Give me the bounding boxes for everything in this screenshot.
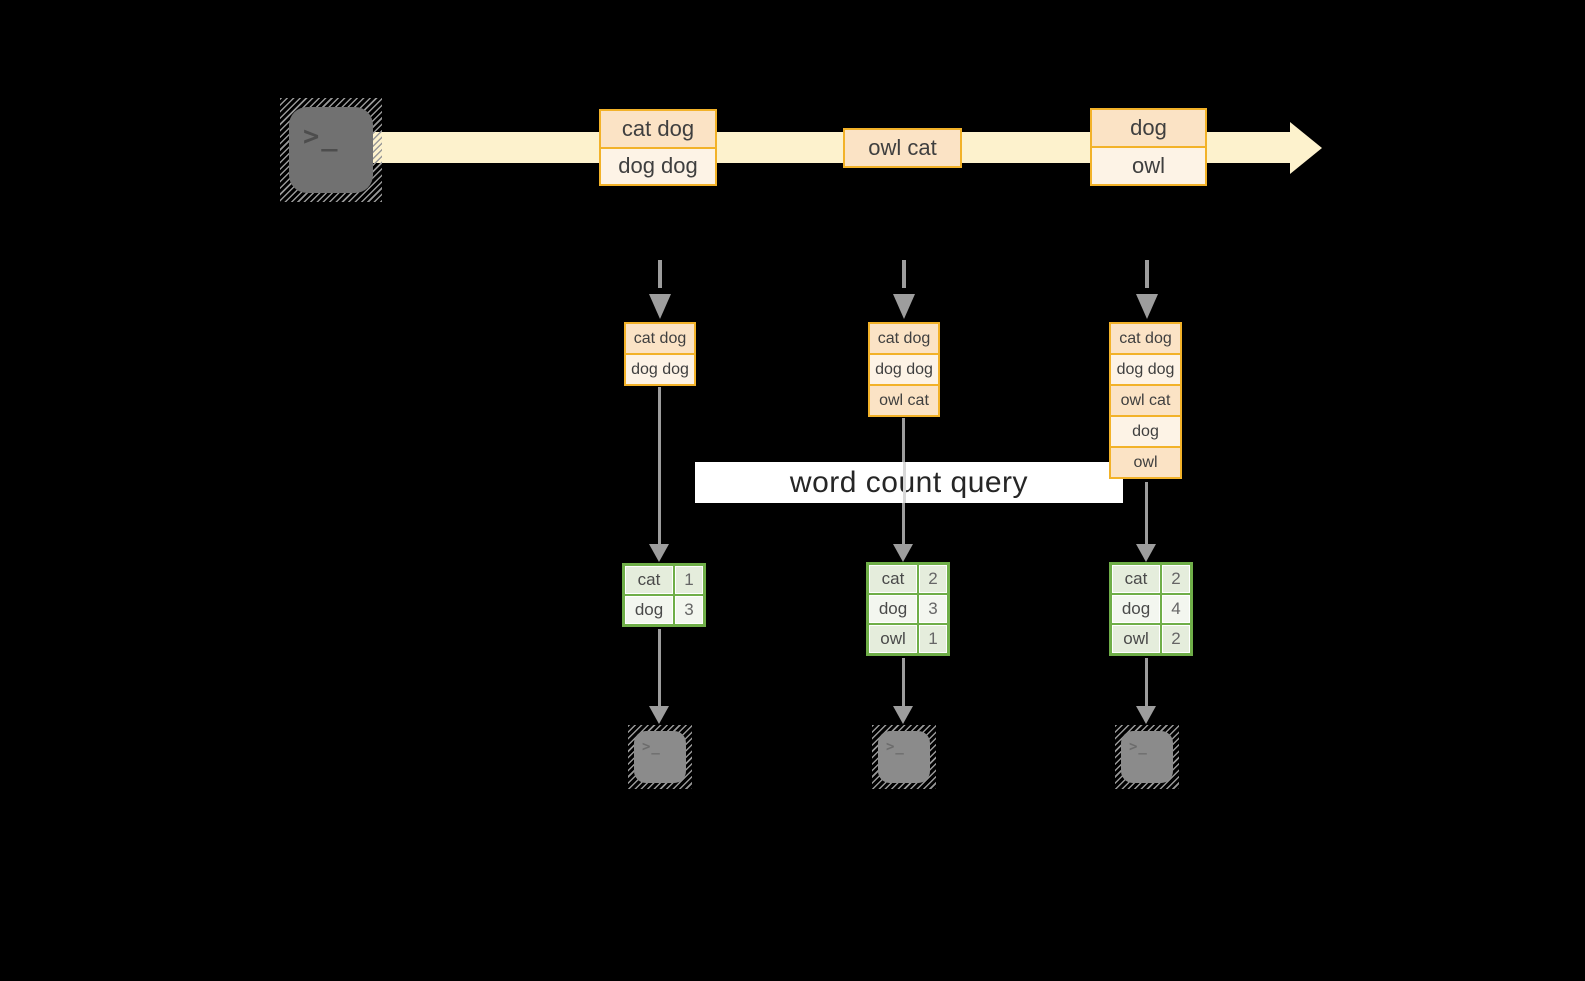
dashed-arrow-head	[649, 294, 671, 319]
source-terminal-icon: >_	[280, 98, 382, 202]
terminal-screen: >_	[878, 731, 930, 783]
count-cell: 2	[1162, 565, 1190, 593]
stream-arrow-head	[1290, 122, 1322, 174]
terminal-prompt-glyph: >_	[642, 739, 661, 755]
arrow-head	[649, 706, 669, 724]
word-count-table-3: cat 2 dog 4 owl 2	[1109, 562, 1193, 656]
word-cell: cat	[869, 565, 917, 593]
batch-line: cat dog	[626, 324, 694, 353]
word-cell: owl	[1112, 625, 1160, 653]
terminal-prompt-glyph: >_	[1129, 739, 1148, 755]
arrow-line	[658, 629, 661, 707]
count-cell: 3	[919, 595, 947, 623]
terminal-prompt-glyph: >_	[886, 739, 905, 755]
word-cell: cat	[1112, 565, 1160, 593]
output-terminal-icon-1: >_	[628, 725, 692, 789]
count-cell: 2	[919, 565, 947, 593]
batch-line: dog dog	[870, 353, 938, 384]
word-cell: dog	[869, 595, 917, 623]
query-banner: word count query	[695, 462, 1123, 503]
dashed-arrow-head	[1136, 294, 1158, 319]
arrow-head	[893, 544, 913, 562]
arrow-head	[1136, 544, 1156, 562]
word-cell: dog	[1112, 595, 1160, 623]
count-cell: 4	[1162, 595, 1190, 623]
stream-event-line: dog	[1092, 110, 1205, 146]
batch-line: owl	[1111, 446, 1180, 477]
count-cell: 1	[919, 625, 947, 653]
arrow-line	[658, 387, 661, 545]
batch-line: owl cat	[1111, 384, 1180, 415]
output-terminal-icon-2: >_	[872, 725, 936, 789]
count-cell: 3	[675, 596, 703, 624]
query-banner-label: word count query	[789, 465, 1029, 499]
batch-line: owl cat	[870, 384, 938, 415]
arrow-line	[902, 658, 905, 707]
terminal-screen: >_	[634, 731, 686, 783]
arrow-line	[1145, 658, 1148, 707]
stream-event-3: dog owl	[1090, 108, 1207, 186]
output-terminal-icon-3: >_	[1115, 725, 1179, 789]
batch-line: cat dog	[870, 324, 938, 353]
arrow-line-through-banner	[903, 462, 906, 503]
word-cell: dog	[625, 596, 673, 624]
count-cell: 2	[1162, 625, 1190, 653]
dashed-arrow-line	[658, 260, 662, 288]
arrow-head	[649, 544, 669, 562]
word-cell: owl	[869, 625, 917, 653]
dashed-arrow-head	[893, 294, 915, 319]
batch-stack-1: cat dog dog dog	[624, 322, 696, 386]
dashed-arrow-line	[902, 260, 906, 288]
batch-stack-3: cat dog dog dog owl cat dog owl	[1109, 322, 1182, 479]
stream-event-line: owl cat	[845, 130, 960, 166]
arrow-head	[1136, 706, 1156, 724]
word-count-table-1: cat 1 dog 3	[622, 563, 706, 627]
terminal-screen: >_	[1121, 731, 1173, 783]
arrow-line	[1145, 482, 1148, 545]
stream-event-line: cat dog	[601, 111, 715, 147]
dashed-arrow-line	[1145, 260, 1149, 288]
count-cell: 1	[675, 566, 703, 594]
batch-line: dog dog	[626, 353, 694, 384]
terminal-screen: >_	[289, 107, 373, 193]
stream-event-line: owl	[1092, 146, 1205, 184]
stream-event-2: owl cat	[843, 128, 962, 168]
stream-event-1: cat dog dog dog	[599, 109, 717, 186]
stream-event-line: dog dog	[601, 146, 715, 184]
word-count-table-2: cat 2 dog 3 owl 1	[866, 562, 950, 656]
batch-line: cat dog	[1111, 324, 1180, 353]
batch-line: dog dog	[1111, 353, 1180, 384]
arrow-head	[893, 706, 913, 724]
word-cell: cat	[625, 566, 673, 594]
terminal-prompt-glyph: >_	[303, 121, 340, 152]
batch-stack-2: cat dog dog dog owl cat	[868, 322, 940, 417]
batch-line: dog	[1111, 415, 1180, 446]
